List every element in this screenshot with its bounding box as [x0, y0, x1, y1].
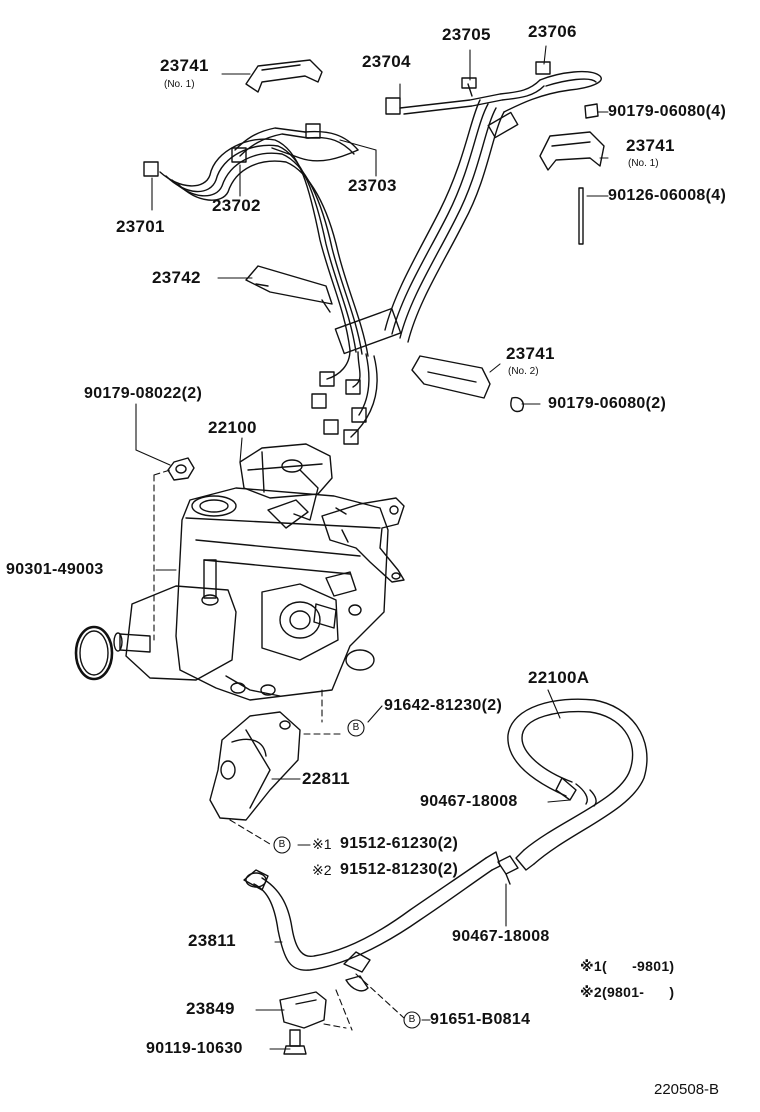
note-applicability-2: ※2(9801- ) [580, 984, 675, 1000]
pipe-connectors [311, 307, 402, 445]
label-23703: 23703 [348, 176, 397, 195]
label-91642-81230-2: 91642-81230(2) [384, 697, 503, 714]
label-90119-10630: 90119-10630 [146, 1040, 243, 1057]
bolt-marker-b-3: B [408, 1014, 416, 1025]
pipe-clamp-upper-left [245, 59, 323, 93]
label-90301-49003: 90301-49003 [6, 561, 104, 578]
dashed-alignment-lines [153, 469, 405, 1031]
label-23705: 23705 [442, 25, 491, 44]
pump-bracket-22811 [209, 711, 301, 821]
bolt-marker-b-2: B [278, 839, 286, 850]
label-23706: 23706 [528, 22, 577, 41]
label-90179-06080-2: 90179-06080(2) [548, 395, 667, 412]
label-23701: 23701 [116, 217, 165, 236]
label-90126-06008-4: 90126-06008(4) [608, 187, 727, 204]
injection-pipes-left [159, 127, 369, 357]
label-23811: 23811 [188, 931, 236, 950]
leader-lines [135, 45, 609, 1050]
injection-pipes-right [384, 61, 602, 343]
label-23704: 23704 [362, 52, 411, 71]
fuel-pipe-23811 [243, 851, 501, 992]
label-23741-no2: 23741 [506, 344, 555, 363]
label-23741-no1-right-sub: (No. 1) [628, 158, 659, 169]
label-22100: 22100 [208, 418, 257, 437]
label-90467-18008-lower: 90467-18008 [452, 928, 550, 945]
label-22811: 22811 [302, 769, 350, 788]
label-23741-no1-right: 23741 [626, 136, 675, 155]
note-applicability-1: ※1( -9801) [580, 958, 675, 974]
label-90467-18008-upper: 90467-18008 [420, 793, 518, 810]
label-23742: 23742 [152, 268, 201, 287]
label-23741-no2-sub: (No. 2) [508, 366, 539, 377]
bolt-markers [273, 719, 421, 1029]
label-91512-81230-2: 91512-81230(2) [340, 861, 459, 878]
fuel-hose-22100A [507, 698, 648, 871]
label-23741-no1-left: 23741 [160, 56, 209, 75]
pipe-clamp-23742 [245, 265, 333, 313]
diagram-code: 220508-B [654, 1081, 720, 1098]
label-91651-B0814: 91651-B0814 [430, 1011, 531, 1028]
label-mark-2: ※2 [312, 862, 332, 878]
label-91512-61230-2: 91512-61230(2) [340, 835, 459, 852]
label-22100A: 22100A [528, 668, 590, 687]
label-23849: 23849 [186, 999, 235, 1018]
label-23741-no1-left-sub: (No. 1) [164, 79, 195, 90]
bracket-23849 [279, 991, 327, 1055]
bolt-marker-b-1: B [352, 722, 360, 733]
label-90179-08022-2: 90179-08022(2) [84, 385, 203, 402]
label-23702: 23702 [212, 196, 261, 215]
pipe-clamp-no2 [411, 355, 491, 399]
pipe-clamp-upper-right [539, 131, 605, 171]
label-90179-06080-4: 90179-06080(4) [608, 103, 727, 120]
label-mark-1: ※1 [312, 836, 332, 852]
injection-pump-body [113, 443, 405, 701]
